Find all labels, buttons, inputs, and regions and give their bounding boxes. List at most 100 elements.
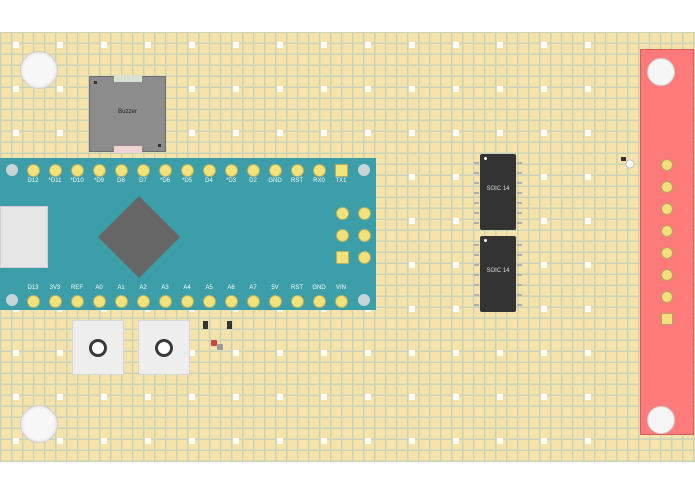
via: [541, 86, 547, 92]
soic-lead: [517, 222, 522, 224]
via: [13, 130, 19, 136]
smd-part[interactable]: [227, 321, 232, 329]
via: [409, 42, 415, 48]
push-button-2[interactable]: [138, 320, 190, 375]
via: [145, 394, 151, 400]
nano-pin[interactable]: [224, 163, 238, 177]
nano-pin-label: VIN: [335, 285, 346, 291]
nano-pin-label: *D9: [93, 178, 104, 184]
soic-lead: [474, 284, 479, 286]
buzzer-label: Buzzer: [118, 109, 137, 115]
nano-pin[interactable]: [26, 294, 40, 308]
soic-lead: [517, 212, 522, 214]
via: [541, 174, 547, 180]
nano-pin[interactable]: [180, 163, 194, 177]
via: [57, 438, 63, 444]
icsp-pin[interactable]: [335, 228, 349, 242]
via: [409, 394, 415, 400]
nano-pin[interactable]: [290, 163, 304, 177]
via: [365, 350, 371, 356]
via: [189, 438, 195, 444]
icsp-pin[interactable]: [335, 250, 349, 264]
soic-lead: [517, 304, 522, 306]
via: [453, 394, 459, 400]
sensor-component[interactable]: [621, 157, 635, 169]
via: [365, 394, 371, 400]
nano-pin[interactable]: [70, 294, 84, 308]
nano-pin[interactable]: [48, 294, 62, 308]
nano-pin[interactable]: [202, 294, 216, 308]
buzzer-marker: [158, 144, 161, 147]
via: [497, 350, 503, 356]
nano-pin[interactable]: [268, 163, 282, 177]
nano-pin[interactable]: [246, 294, 260, 308]
nano-pin-label: 5V: [271, 285, 279, 291]
connector-pin[interactable]: [661, 181, 673, 193]
via: [541, 262, 547, 268]
nano-pin[interactable]: [312, 163, 326, 177]
soic-lead: [474, 212, 479, 214]
via: [497, 86, 503, 92]
soic-lead: [474, 172, 479, 174]
nano-pin[interactable]: [224, 294, 238, 308]
via: [365, 42, 371, 48]
connector-strip[interactable]: [640, 49, 694, 435]
via: [365, 130, 371, 136]
via: [321, 438, 327, 444]
via: [277, 438, 283, 444]
via: [101, 438, 107, 444]
via: [453, 86, 459, 92]
nano-pin[interactable]: [26, 163, 40, 177]
nano-pin[interactable]: [158, 163, 172, 177]
connector-pin[interactable]: [661, 313, 673, 325]
connector-pin[interactable]: [661, 225, 673, 237]
nano-pin[interactable]: [158, 294, 172, 308]
via: [453, 218, 459, 224]
nano-pin-label: GND: [268, 178, 282, 184]
mounting-hole-bottom-left: [20, 405, 58, 443]
smd-part[interactable]: [203, 321, 208, 329]
nano-pin[interactable]: [334, 294, 348, 308]
nano-pin[interactable]: [114, 294, 128, 308]
connector-pin[interactable]: [661, 291, 673, 303]
via: [585, 130, 591, 136]
connector-pin[interactable]: [661, 269, 673, 281]
nano-pin[interactable]: [202, 163, 216, 177]
soic-lead: [474, 182, 479, 184]
nano-pin[interactable]: [334, 163, 348, 177]
icsp-pin[interactable]: [357, 250, 371, 264]
push-button-1[interactable]: [72, 320, 124, 375]
soic-label: SOIC 14: [486, 268, 510, 274]
nano-pin[interactable]: [312, 294, 326, 308]
soic-chip-2[interactable]: SOIC 14: [480, 236, 516, 312]
via: [321, 42, 327, 48]
nano-pin[interactable]: [92, 163, 106, 177]
connector-pin[interactable]: [661, 159, 673, 171]
nano-pin[interactable]: [136, 163, 150, 177]
nano-pin[interactable]: [268, 294, 282, 308]
nano-pin[interactable]: [92, 294, 106, 308]
buzzer-component[interactable]: Buzzer: [89, 75, 166, 153]
nano-pin[interactable]: [114, 163, 128, 177]
nano-pin[interactable]: [246, 163, 260, 177]
connector-pin[interactable]: [661, 247, 673, 259]
nano-pin-label: *D11: [48, 178, 62, 184]
via: [497, 438, 503, 444]
soic-chip-1[interactable]: SOIC 14: [480, 154, 516, 230]
via: [541, 130, 547, 136]
connector-pin[interactable]: [661, 203, 673, 215]
nano-pin[interactable]: [290, 294, 304, 308]
icsp-pin[interactable]: [335, 206, 349, 220]
nano-pin[interactable]: [48, 163, 62, 177]
soic-lead: [517, 202, 522, 204]
nano-pin[interactable]: [70, 163, 84, 177]
soic-lead: [517, 274, 522, 276]
nano-pin[interactable]: [136, 294, 150, 308]
nano-pin-label: RST: [291, 285, 303, 291]
nano-pin[interactable]: [180, 294, 194, 308]
icsp-pin[interactable]: [357, 228, 371, 242]
soic-lead: [474, 192, 479, 194]
icsp-pin[interactable]: [357, 206, 371, 220]
mounting-hole-top-left: [20, 51, 58, 89]
